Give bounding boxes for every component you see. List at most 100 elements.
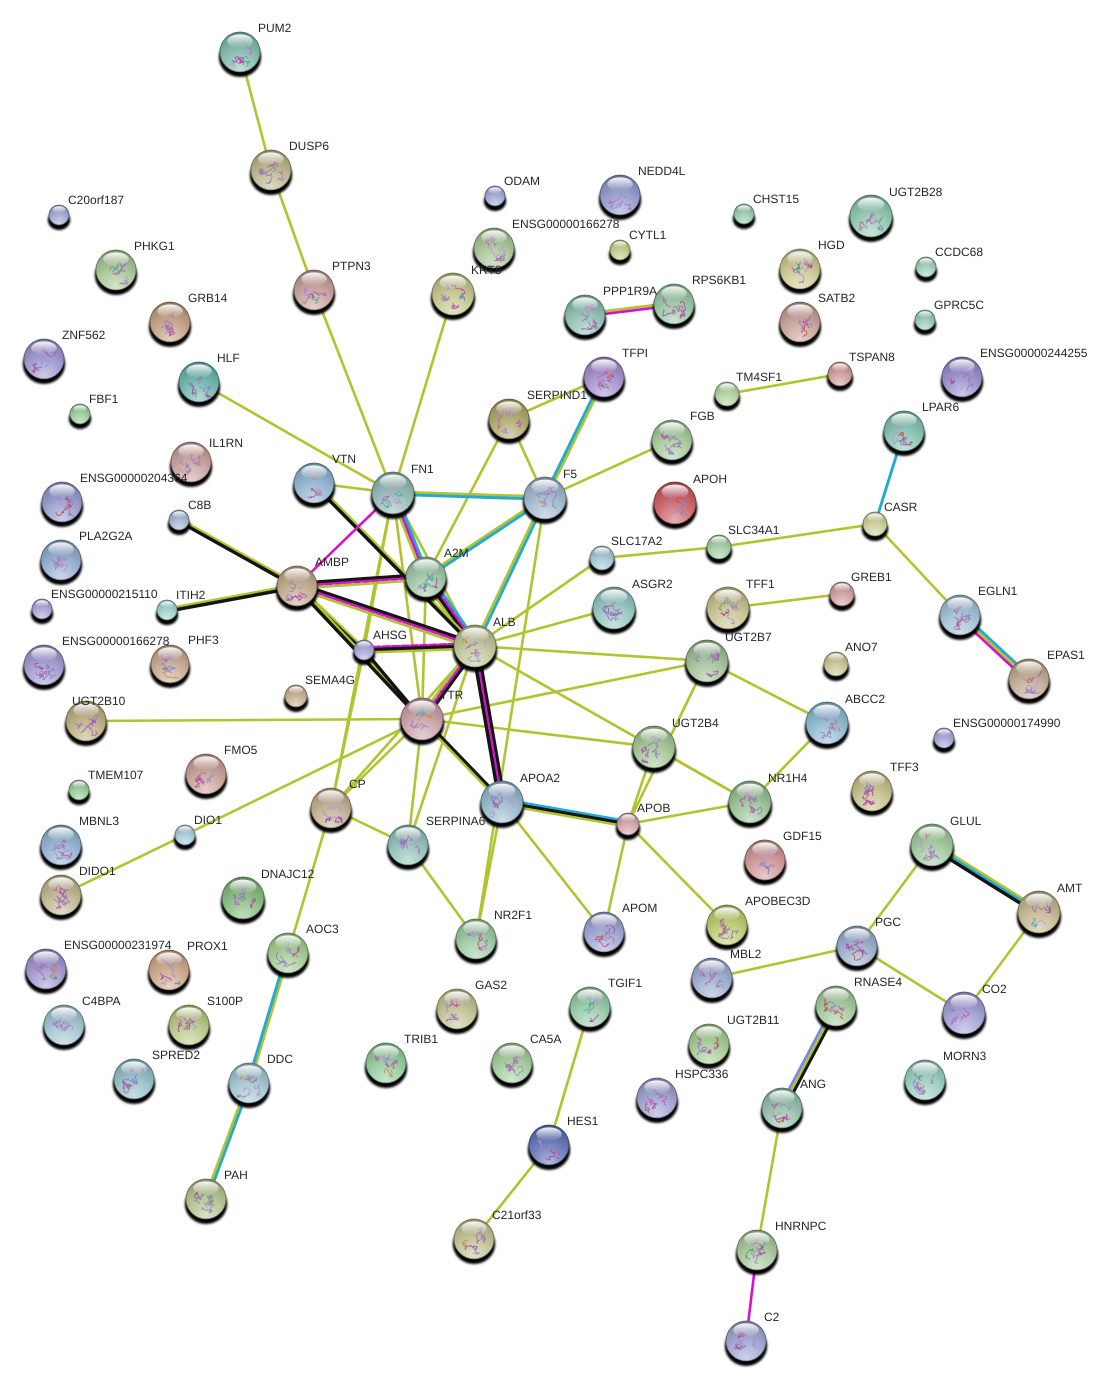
svg-text:TM4SF1: TM4SF1 [736, 370, 782, 384]
svg-text:TFF1: TFF1 [746, 577, 775, 591]
svg-text:ENSG00000231974: ENSG00000231974 [64, 938, 172, 952]
svg-text:ENSG00000204364: ENSG00000204364 [80, 471, 188, 485]
svg-text:PPP1R9A: PPP1R9A [603, 284, 657, 298]
svg-text:IL1RN: IL1RN [209, 436, 243, 450]
svg-text:APOH: APOH [693, 472, 727, 486]
svg-text:C8B: C8B [188, 498, 211, 512]
svg-text:FBF1: FBF1 [89, 392, 119, 406]
svg-text:ALB: ALB [493, 615, 516, 629]
svg-text:PUM2: PUM2 [258, 21, 292, 35]
svg-text:SEMA4G: SEMA4G [305, 673, 355, 687]
svg-text:APOB: APOB [637, 801, 670, 815]
svg-text:VTN: VTN [332, 452, 356, 466]
svg-text:HSPC336: HSPC336 [675, 1067, 729, 1081]
svg-text:DIO1: DIO1 [194, 813, 222, 827]
svg-text:UGT2B28: UGT2B28 [889, 185, 943, 199]
svg-text:TRIB1: TRIB1 [404, 1032, 438, 1046]
svg-text:KRT8: KRT8 [471, 263, 502, 277]
svg-text:ABCC2: ABCC2 [845, 692, 885, 706]
svg-text:FN1: FN1 [411, 462, 434, 476]
svg-text:UGT2B10: UGT2B10 [72, 694, 126, 708]
svg-text:C21orf33: C21orf33 [492, 1208, 542, 1222]
svg-text:HGD: HGD [818, 238, 845, 252]
svg-text:AMT: AMT [1057, 881, 1083, 895]
svg-text:EGLN1: EGLN1 [978, 584, 1018, 598]
svg-text:AHSG: AHSG [373, 628, 407, 642]
svg-text:AOC3: AOC3 [306, 922, 339, 936]
svg-text:C4BPA: C4BPA [82, 994, 120, 1008]
svg-text:EPAS1: EPAS1 [1047, 648, 1085, 662]
svg-text:ENSG00000215110: ENSG00000215110 [51, 587, 158, 601]
svg-text:GREB1: GREB1 [851, 570, 892, 584]
svg-text:PTPN3: PTPN3 [332, 259, 371, 273]
svg-text:MBL2: MBL2 [730, 947, 762, 961]
svg-text:GDF15: GDF15 [783, 829, 822, 843]
svg-text:TFPI: TFPI [622, 346, 648, 360]
svg-text:S100P: S100P [207, 994, 243, 1008]
svg-text:TMEM107: TMEM107 [88, 768, 144, 782]
svg-text:UGT2B4: UGT2B4 [672, 716, 719, 730]
svg-text:GAS2: GAS2 [475, 978, 507, 992]
svg-text:DIDO1: DIDO1 [79, 864, 116, 878]
svg-text:PAH: PAH [224, 1168, 248, 1182]
svg-text:RNASE4: RNASE4 [854, 975, 902, 989]
svg-text:ENSG00000244255: ENSG00000244255 [980, 346, 1088, 360]
svg-text:GRB14: GRB14 [188, 291, 228, 305]
svg-text:SLC34A1: SLC34A1 [728, 523, 780, 537]
svg-text:ODAM: ODAM [504, 174, 540, 188]
svg-text:HLF: HLF [217, 351, 240, 365]
svg-text:F5: F5 [563, 467, 577, 481]
svg-text:NR2F1: NR2F1 [494, 908, 532, 922]
svg-text:DDC: DDC [267, 1052, 293, 1066]
svg-text:SATB2: SATB2 [818, 291, 855, 305]
svg-text:TTR: TTR [440, 688, 464, 702]
svg-text:CASR: CASR [884, 500, 918, 514]
svg-text:SERPINA6: SERPINA6 [426, 814, 486, 828]
svg-text:A2M: A2M [444, 546, 469, 560]
svg-text:SERPIND1: SERPIND1 [527, 388, 587, 402]
svg-text:CO2: CO2 [982, 982, 1007, 996]
svg-text:APOA2: APOA2 [520, 771, 560, 785]
svg-text:UGT2B11: UGT2B11 [727, 1013, 780, 1027]
svg-text:HES1: HES1 [567, 1114, 599, 1128]
svg-text:ASGR2: ASGR2 [632, 577, 673, 591]
svg-text:ENSG00000166278: ENSG00000166278 [62, 634, 170, 648]
svg-text:GPRC5C: GPRC5C [934, 298, 984, 312]
svg-text:ZNF562: ZNF562 [62, 328, 106, 342]
svg-text:MORN3: MORN3 [943, 1049, 987, 1063]
svg-text:SPRED2: SPRED2 [152, 1048, 200, 1062]
svg-text:PHF3: PHF3 [188, 633, 219, 647]
svg-text:RPS6KB1: RPS6KB1 [692, 273, 746, 287]
svg-text:CP: CP [349, 777, 366, 791]
svg-text:SLC17A2: SLC17A2 [611, 534, 663, 548]
svg-text:LPAR6: LPAR6 [922, 400, 959, 414]
svg-text:ANG: ANG [800, 1077, 826, 1091]
svg-text:PLA2G2A: PLA2G2A [79, 529, 132, 543]
svg-text:MBNL3: MBNL3 [79, 814, 119, 828]
svg-text:ITIH2: ITIH2 [176, 588, 206, 602]
svg-text:CHST15: CHST15 [753, 192, 799, 206]
svg-text:TFF3: TFF3 [890, 760, 919, 774]
svg-text:NR1H4: NR1H4 [768, 771, 808, 785]
svg-text:HNRNPC: HNRNPC [775, 1219, 827, 1233]
svg-text:DNAJC12: DNAJC12 [261, 867, 315, 881]
svg-text:CYTL1: CYTL1 [629, 228, 667, 242]
svg-text:AMBP: AMBP [315, 555, 349, 569]
svg-text:ENSG00000166278: ENSG00000166278 [512, 217, 620, 231]
svg-text:ANO7: ANO7 [845, 640, 878, 654]
svg-text:PROX1: PROX1 [187, 939, 228, 953]
svg-text:ENSG00000174990: ENSG00000174990 [953, 716, 1061, 730]
svg-text:TSPAN8: TSPAN8 [849, 350, 895, 364]
svg-text:PHKG1: PHKG1 [134, 239, 175, 253]
svg-text:C20orf187: C20orf187 [68, 193, 124, 207]
svg-text:CA5A: CA5A [530, 1032, 561, 1046]
svg-text:APOBEC3D: APOBEC3D [745, 894, 811, 908]
svg-text:DUSP6: DUSP6 [289, 139, 329, 153]
svg-text:UGT2B7: UGT2B7 [725, 630, 772, 644]
svg-text:C2: C2 [764, 1310, 780, 1324]
svg-text:TGIF1: TGIF1 [608, 976, 642, 990]
svg-text:NEDD4L: NEDD4L [638, 164, 686, 178]
svg-text:GLUL: GLUL [950, 814, 982, 828]
svg-text:PGC: PGC [875, 915, 901, 929]
svg-text:CCDC68: CCDC68 [935, 245, 983, 259]
